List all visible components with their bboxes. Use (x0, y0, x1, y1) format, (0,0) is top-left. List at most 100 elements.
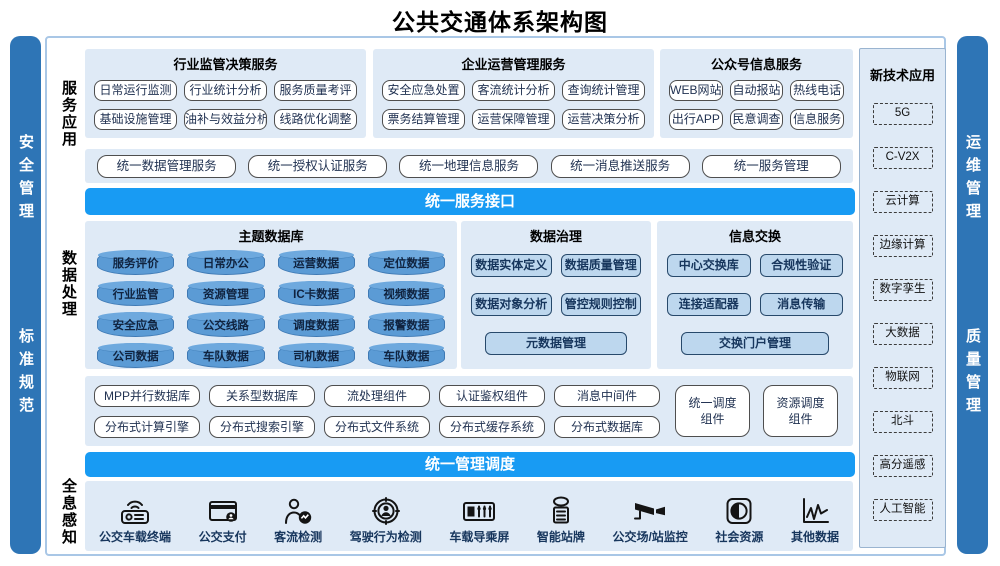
database-cylinder: 公交线路 (187, 312, 265, 337)
unified-service-node: 统一服务管理 (701, 154, 841, 178)
service-node: 民意调查 (729, 109, 784, 130)
perception-label: 公交车载终端 (99, 530, 172, 544)
database-cylinder: 视频数据 (367, 281, 445, 306)
exchange-node: 连接适配器 (667, 293, 751, 316)
database-cylinder: 公司数据 (97, 343, 175, 368)
new-tech-node: C-V2X (872, 147, 933, 169)
perception-item: 驾驶行为检测 (350, 495, 422, 545)
layer-label-data-processing: 数据处理 (60, 250, 77, 318)
governance-node: 数据实体定义 (471, 254, 552, 277)
service-node: 日常运行监测 (94, 80, 177, 101)
safety-management-label: 安全管理 (17, 134, 34, 226)
unified-service-node: 统一地理信息服务 (399, 154, 539, 178)
panel-buttons: 日常运行监测行业统计分析服务质量考评基础设施管理油补与效益分析线路优化调整 (85, 73, 366, 130)
database-cylinder: 资源管理 (187, 281, 265, 306)
unified-service-node: 统一数据管理服务 (97, 154, 237, 178)
cctv-monitor-icon (634, 503, 666, 520)
exchange-node: 中心交换库 (667, 254, 751, 277)
new-tech-node: 数字孪生 (872, 279, 933, 301)
perception-item: 客流检测 (274, 495, 322, 545)
service-node: 出行APP (669, 109, 723, 130)
new-tech-node: 高分遥感 (872, 455, 933, 477)
service-node: 行业统计分析 (184, 80, 267, 101)
perception-label: 公交场/站监控 (612, 530, 688, 544)
service-node: 热线电话 (790, 80, 844, 101)
perception-item: 社会资源 (715, 495, 763, 545)
exchange-node-wide: 交换门户管理 (681, 332, 829, 355)
perception-label: 其他数据 (790, 530, 839, 544)
governance-node: 管控规则控制 (560, 293, 641, 316)
panel-buttons: 安全应急处置客流统计分析查询统计管理票务结算管理运营保障管理运营决策分析 (373, 73, 654, 130)
perception-strip: 公交车载终端 公交支付 客流检测 (85, 481, 853, 551)
service-node: 安全应急处置 (382, 80, 465, 101)
component-node: 分布式缓存系统 (439, 415, 545, 438)
panel-title: 信息交换 (728, 229, 781, 244)
exchange-node: 消息传输 (759, 293, 843, 316)
new-tech-node: 5G (872, 103, 933, 125)
exchange-node: 合规性验证 (759, 254, 843, 277)
new-tech-node: 物联网 (872, 367, 933, 389)
components-strip: MPP并行数据库关系型数据库流处理组件认证鉴权组件消息中间件 分布式计算引擎分布… (85, 376, 853, 446)
component-node: 流处理组件 (324, 384, 430, 407)
perception-label: 驾驶行为检测 (349, 530, 422, 544)
main-frame: 服务应用 数据处理 全息感知 行业监管决策服务 日常运行监测行业统计分析服务质量… (45, 36, 946, 556)
component-node: 分布式计算引擎 (94, 415, 200, 438)
panel-title: 行业监管决策服务 (173, 57, 278, 72)
left-side-bar: 安全管理 标准规范 (10, 36, 41, 554)
database-cylinder: 车队数据 (187, 343, 265, 368)
perception-label: 车载导乘屏 (449, 530, 510, 544)
panel-enterprise-operation: 企业运营管理服务 安全应急处置客流统计分析查询统计管理票务结算管理运营保障管理运… (373, 49, 654, 138)
panel-info-exchange: 信息交换 中心交换库 合规性验证 连接适配器 消息传输 交换门户管理 (657, 221, 853, 369)
perception-label: 客流检测 (274, 530, 323, 544)
component-node: 关系型数据库 (209, 384, 315, 407)
panel-data-governance: 数据治理 数据实体定义 数据质量管理 数据对象分析 管控规则控制 元数据管理 (461, 221, 651, 369)
resource-scheduling-node: 资源调度组件 (763, 385, 838, 437)
service-node: 信息服务 (790, 109, 844, 130)
database-cylinder: 日常办公 (187, 250, 265, 275)
perception-label: 社会资源 (715, 530, 764, 544)
unified-management-dispatch-bar: 统一管理调度 (85, 452, 855, 477)
service-node: 客流统计分析 (472, 80, 555, 101)
payment-card-icon (208, 501, 237, 522)
service-node: 票务结算管理 (382, 109, 465, 130)
service-node: 查询统计管理 (562, 80, 645, 101)
database-cylinder: 服务评价 (97, 250, 175, 275)
social-resource-icon (726, 498, 752, 524)
new-tech-title: 新技术应用 (869, 68, 935, 83)
governance-buttons: 数据实体定义 数据质量管理 数据对象分析 管控规则控制 元数据管理 (461, 245, 651, 355)
perception-item: 公交车载终端 (99, 495, 171, 545)
driving-behavior-icon (371, 497, 400, 525)
layer-label-holistic-perception: 全息感知 (60, 478, 77, 546)
operations-management-label: 运维管理 (964, 134, 981, 226)
perception-item: 公交场/站监控 (612, 495, 688, 545)
database-cylinder: 调度数据 (277, 312, 355, 337)
service-node: 基础设施管理 (94, 109, 177, 130)
bus-terminal-icon (121, 500, 149, 524)
quality-management-label: 质量管理 (964, 328, 981, 420)
component-node: 认证鉴权组件 (439, 384, 545, 407)
passenger-flow-icon (285, 498, 312, 524)
service-node: 自动报站 (729, 80, 784, 101)
scheduling-components: 统一调度组件 资源调度组件 (675, 385, 838, 437)
unified-services-strip: 统一数据管理服务统一授权认证服务统一地理信息服务统一消息推送服务统一服务管理 (85, 149, 853, 183)
perception-label: 公交支付 (198, 530, 247, 544)
governance-node-wide: 元数据管理 (484, 332, 628, 355)
component-node: 分布式数据库 (554, 415, 660, 438)
onboard-screen-icon (463, 502, 496, 521)
database-cylinder: 安全应急 (97, 312, 175, 337)
perception-item: 公交支付 (199, 495, 247, 545)
panel-title: 企业运营管理服务 (461, 57, 566, 72)
new-tech-node: 大数据 (872, 323, 933, 345)
standards-label: 标准规范 (17, 328, 34, 420)
database-cylinder: 运营数据 (277, 250, 355, 275)
governance-node: 数据对象分析 (471, 293, 552, 316)
governance-node: 数据质量管理 (560, 254, 641, 277)
database-cylinder: 定位数据 (367, 250, 445, 275)
perception-item: 智能站牌 (537, 495, 585, 545)
panel-title: 数据治理 (529, 229, 582, 244)
